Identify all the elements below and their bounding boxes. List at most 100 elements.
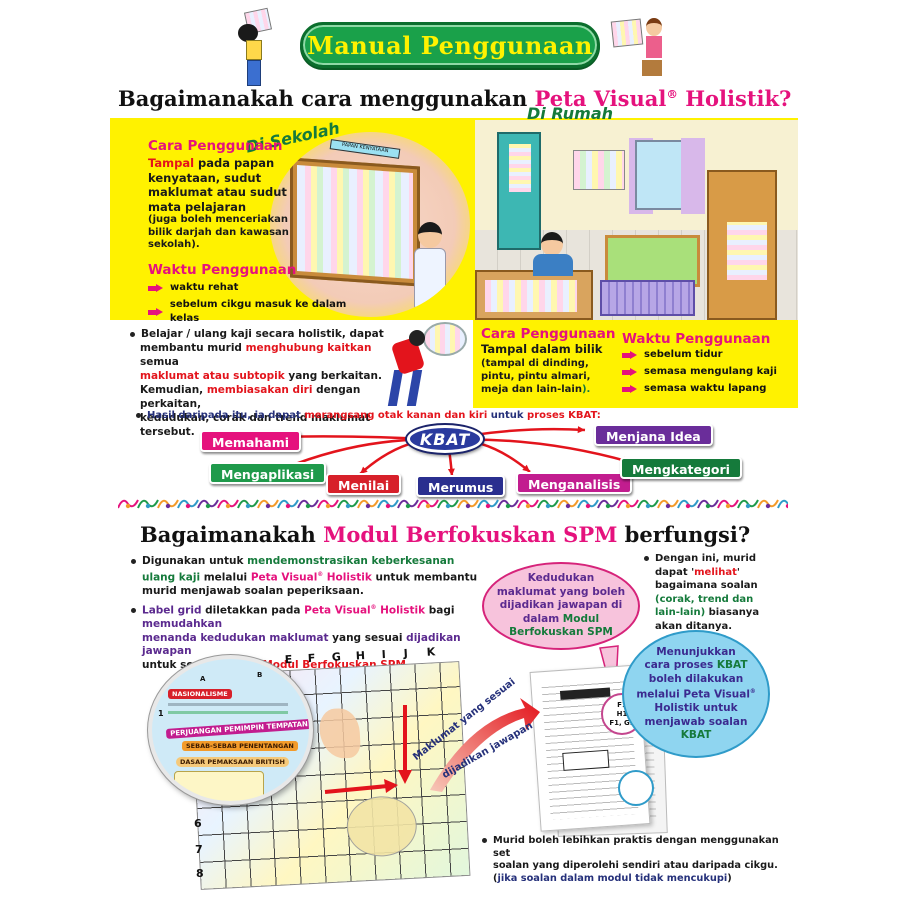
page-title-banner: Manual Penggunaan (300, 22, 600, 68)
mag-column-label: B (257, 671, 263, 679)
student-figure (531, 232, 575, 276)
school-waktu-item: waktu rehat (148, 281, 378, 295)
map-row-label: 7 (195, 843, 203, 856)
school-waktu-item: sebelum cikgu masuk ke dalam kelas (148, 298, 378, 326)
girl-illustration-left (232, 7, 280, 86)
ornament-dot (645, 503, 651, 509)
pink-arrow-icon (148, 283, 164, 293)
ornament-dot (725, 503, 731, 509)
ornament-dot (745, 503, 751, 509)
ornament-dot (365, 503, 371, 509)
map-pointer-arrows (324, 698, 540, 794)
school-cara-heading: Cara Penggunaan (148, 138, 283, 154)
ornament-dot (565, 503, 571, 509)
kbat-center-badge: KBAT (407, 425, 483, 453)
wall-poster (573, 150, 625, 190)
ornament-dot (165, 503, 171, 509)
mag-tag-perjuangan: PERJUANGAN PEMIMPIN TEMPATAN MENE (165, 717, 309, 739)
ornament-dot (525, 503, 531, 509)
decorative-border-divider (118, 499, 788, 509)
school-scene-illustration: PAPAN KENYATAAN (270, 132, 470, 317)
holistic-bullet-2: Hasil daripada itu, ia dapat merangsang … (136, 409, 601, 423)
home-waktu-section: Waktu Penggunaan sebelum tidur semasa me… (622, 331, 797, 396)
ornament-dot (385, 503, 391, 509)
school-waktu-heading: Waktu Penggunaan (148, 262, 297, 278)
door (497, 132, 541, 250)
school-cara-note: (juga boleh menceriakan bilik darjah dan… (148, 214, 289, 250)
kbat-arrowhead-merumus (447, 468, 455, 476)
ornament-dot (585, 503, 591, 509)
map-column-label: H (355, 649, 366, 663)
school-cara-text: Tampal pada papan kenyataan, sudut maklu… (148, 156, 287, 214)
ornament-dot (665, 503, 671, 509)
ornament-dot (265, 503, 271, 509)
ornament-dot (305, 503, 311, 509)
ornament-dot (425, 503, 431, 509)
ornament-dot (185, 503, 191, 509)
section2-headline: Bagaimanakah Modul Berfokuskan SPM berfu… (140, 522, 751, 547)
home-scene-label: Di Rumah (527, 104, 614, 123)
ornament-dot (485, 503, 491, 509)
ornament-dot (765, 503, 771, 509)
pink-arrow-icon (622, 384, 638, 394)
home-cara-text: Tampal dalam bilik (481, 342, 603, 356)
map-row-label: 6 (194, 817, 202, 830)
section1-headline: Bagaimanakah cara menggunakan Peta Visua… (118, 86, 792, 111)
pink-arrow-icon (622, 350, 638, 360)
home-cara-heading: Cara Penggunaan (481, 326, 616, 342)
modul-right-note: Dengan ini, murid dapat 'melihat' bagaim… (644, 552, 795, 633)
home-waktu-item: semasa mengulang kaji (622, 365, 797, 379)
ornament-dot (685, 503, 691, 509)
ornament-dot (245, 503, 251, 509)
bullet-dot (482, 837, 487, 843)
bullet-dot (130, 331, 135, 337)
map-column-label: G (331, 650, 342, 664)
kbat-reference-magnifier (618, 770, 654, 806)
ornament-swirl (777, 499, 788, 509)
ornament-dot (225, 503, 231, 509)
ornament-dot (405, 503, 411, 509)
desk (475, 270, 593, 320)
mag-tag-nasionalisme: NASIONALISME (168, 689, 232, 699)
girl-illustration-right (610, 14, 672, 84)
bullet-dot (131, 608, 136, 613)
kbat-node-menilai: Menilai (326, 473, 402, 495)
speech-bubble-blue: Menunjukkan cara proses KBAT boleh dilak… (622, 630, 770, 758)
kbat-arrowhead-menjana-idea (577, 426, 585, 434)
notice-board-label: PAPAN KENYATAAN (329, 139, 401, 159)
ornament-dot (285, 503, 291, 509)
ornament-dot (785, 503, 788, 509)
kbat-node-memahami: Memahami (200, 430, 302, 452)
ornament-dot (625, 503, 631, 509)
map-row-label: 8 (196, 867, 204, 880)
home-cara-note: (tampal di dinding, pintu, pintu almari,… (481, 357, 591, 395)
speech-bubble-pink: Kedudukan maklumat yang boleh dijadikan … (482, 562, 640, 650)
ornament-dot (145, 503, 151, 509)
ornament-dot (505, 503, 511, 509)
ornament-dot (205, 503, 211, 509)
map-column-label: K (426, 645, 436, 659)
school-cara-section: Cara Penggunaan Tampal pada papan kenyat… (148, 138, 318, 252)
kbat-arrowhead-menganalisis (522, 464, 530, 472)
kbat-node-menganalisis: Menganalisis (516, 472, 633, 494)
map-column-label: E (284, 652, 293, 667)
bullet-dot (136, 412, 141, 418)
ornament-dot (345, 503, 351, 509)
home-waktu-heading: Waktu Penggunaan (622, 331, 771, 347)
ornament-dot (445, 503, 451, 509)
holistic-bullet-1: Belajar / ulang kaji secara holistik, da… (130, 327, 400, 439)
kbat-arrowhead-menilai (360, 466, 368, 474)
map-column-label: I (381, 647, 387, 662)
map-column-label: F (307, 651, 316, 665)
ornament-dot (605, 503, 611, 509)
ornament-dot (705, 503, 711, 509)
mag-row-label: 1 (158, 709, 164, 718)
wardrobe (707, 170, 777, 320)
ornament-dot (325, 503, 331, 509)
modul-bullet-1: Digunakan untuk mendemonstrasikan keberk… (131, 555, 482, 598)
boy-figure (410, 222, 450, 317)
mag-row-label: 2 (158, 777, 164, 786)
usage-panel-home-text-bg (473, 320, 798, 408)
home-waktu-item: semasa waktu lapang (622, 382, 797, 396)
thinking-man-illustration (385, 322, 467, 407)
